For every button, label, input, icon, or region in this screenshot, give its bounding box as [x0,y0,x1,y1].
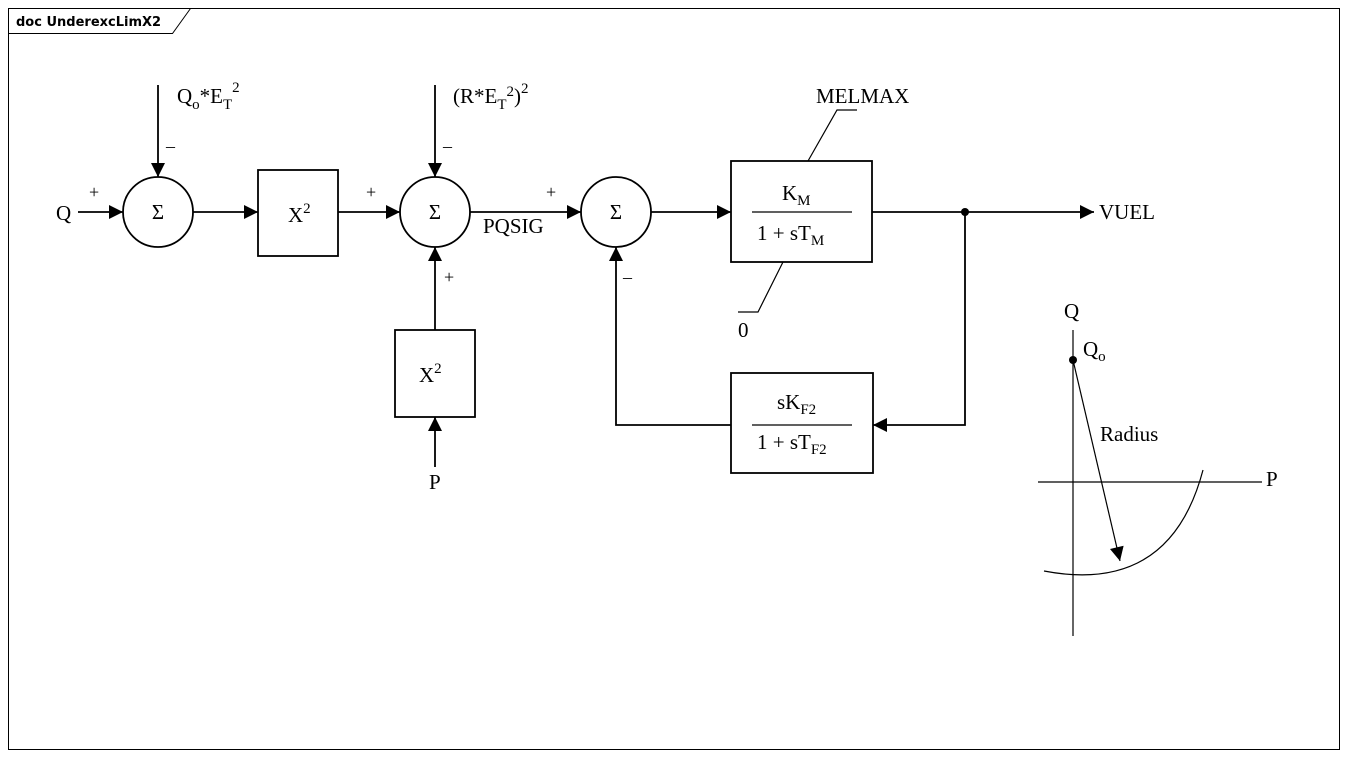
lag-block-denominator: 1 + sTM [757,221,824,249]
square-block-2 [394,329,476,418]
feedback-block-numerator: sKF2 [777,390,816,418]
feedback-block [730,372,874,474]
input-q-label: Q [56,201,71,225]
summer-2-plus-sign-bottom: + [444,267,454,287]
feedback-to-summer-3-arrow [609,247,731,426]
diagram-frame [8,8,1340,750]
square-block-1-text: X2 [288,201,311,227]
summer-1-plus-sign: + [89,182,99,202]
limit-circle-arc [1043,469,1204,576]
input-p-label: P [429,470,441,494]
pqsig-label: PQSIG [483,214,544,238]
input-r-et2-label: (R*ET2)2 [453,81,529,113]
frame-title: doc UnderexcLimX2 [16,15,161,30]
feedback-to-block-arrow [873,212,966,432]
q-axis-label: Q [1064,299,1079,323]
summer-2-plus-sign-left: + [366,182,376,202]
min-limit-line [738,261,784,313]
summer-3-symbol: Σ [610,200,622,224]
summer-2-symbol: Σ [429,200,441,224]
input-qo-et2-label: Qo*ET2 [177,80,240,113]
max-limit-line [807,109,857,162]
square-block-2-text: X2 [419,361,442,387]
min-limit-label: 0 [738,318,749,342]
summer-2-minus-sign: – [442,136,453,156]
summer-1-minus-sign: – [165,136,176,156]
feedback-block-denominator: 1 + sTF2 [757,430,827,458]
max-limit-label: MELMAX [816,84,909,108]
frame-tab [8,8,191,34]
summer-3-plus-sign: + [546,182,556,202]
summer-3-minus-sign: – [622,267,633,287]
output-label: VUEL [1099,200,1155,224]
pq-characteristic-inset: Q P Qo Radius [1038,299,1278,636]
radius-label: Radius [1100,422,1158,446]
lag-block-numerator: KM [782,181,811,209]
qo-label: Qo [1083,337,1106,365]
summer-1-symbol: Σ [152,200,164,224]
radius-arrow [1072,359,1124,562]
square-block-1 [257,169,339,257]
p-axis-label: P [1266,467,1278,491]
